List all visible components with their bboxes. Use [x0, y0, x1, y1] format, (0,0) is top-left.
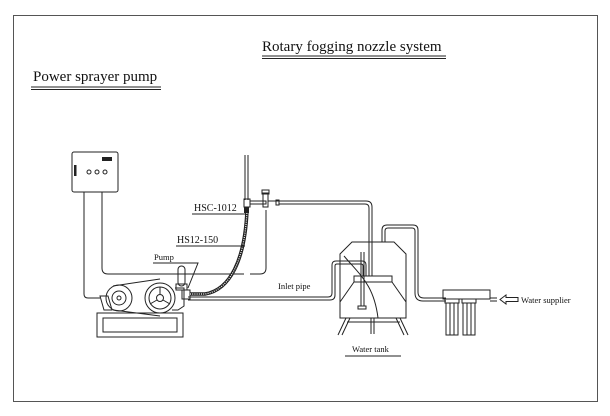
diagram-frame: [13, 15, 598, 402]
control-button-1: [86, 169, 92, 175]
control-button-3: [102, 169, 108, 175]
tank-legs: [337, 317, 409, 336]
title-group: Rotary fogging nozzle system: [262, 39, 446, 59]
pump-head: [172, 287, 185, 311]
label-inlet-pipe: Inlet pipe: [278, 281, 311, 291]
valve: [262, 192, 269, 208]
filter-to-tank-pipe: [381, 224, 446, 299]
leader-pump: [153, 262, 199, 289]
pump-base: [96, 312, 184, 338]
label-pump: Pump: [154, 252, 174, 262]
label-water-tank: Water tank: [352, 344, 390, 354]
subtitle-group: Power sprayer pump: [31, 69, 161, 90]
control-wire-tee-2: [250, 210, 267, 275]
control-button-2: [94, 169, 100, 175]
water-tank: [337, 241, 409, 336]
diagram-subtitle: Power sprayer pump: [33, 69, 157, 85]
control-wire-tee: [101, 192, 244, 275]
control-box: [71, 151, 119, 193]
filter-cartridge-1: [445, 302, 459, 336]
drive-belt-bottom: [112, 309, 161, 317]
motor: [105, 284, 133, 312]
tank-lid: [353, 275, 393, 283]
water-supply-arrow-icon: [499, 294, 519, 305]
water-filter: [442, 289, 491, 336]
filter-cartridge-2: [462, 302, 476, 336]
pump-pulley: [144, 282, 176, 314]
control-box-display: [102, 157, 112, 161]
tank-body: [339, 241, 407, 319]
filter-head: [442, 289, 491, 300]
tank-float-line: [343, 255, 379, 319]
control-box-handle: [74, 165, 77, 176]
diagram-title: Rotary fogging nozzle system: [262, 39, 442, 55]
high-pressure-hose: [190, 209, 249, 296]
inlet-pipe: [188, 260, 367, 298]
tee-fitting: [243, 198, 251, 208]
motor-pump-assembly: [96, 265, 191, 338]
label-hs12-150: HS12-150: [177, 235, 218, 246]
drive-belt-top: [112, 278, 161, 287]
label-water-supplier: Water supplier: [521, 295, 571, 305]
control-wire-motor: [83, 192, 100, 299]
label-hsc-1012: HSC-1012: [194, 203, 237, 214]
return-pipe: [268, 200, 373, 276]
pump-accumulator: [177, 265, 186, 287]
